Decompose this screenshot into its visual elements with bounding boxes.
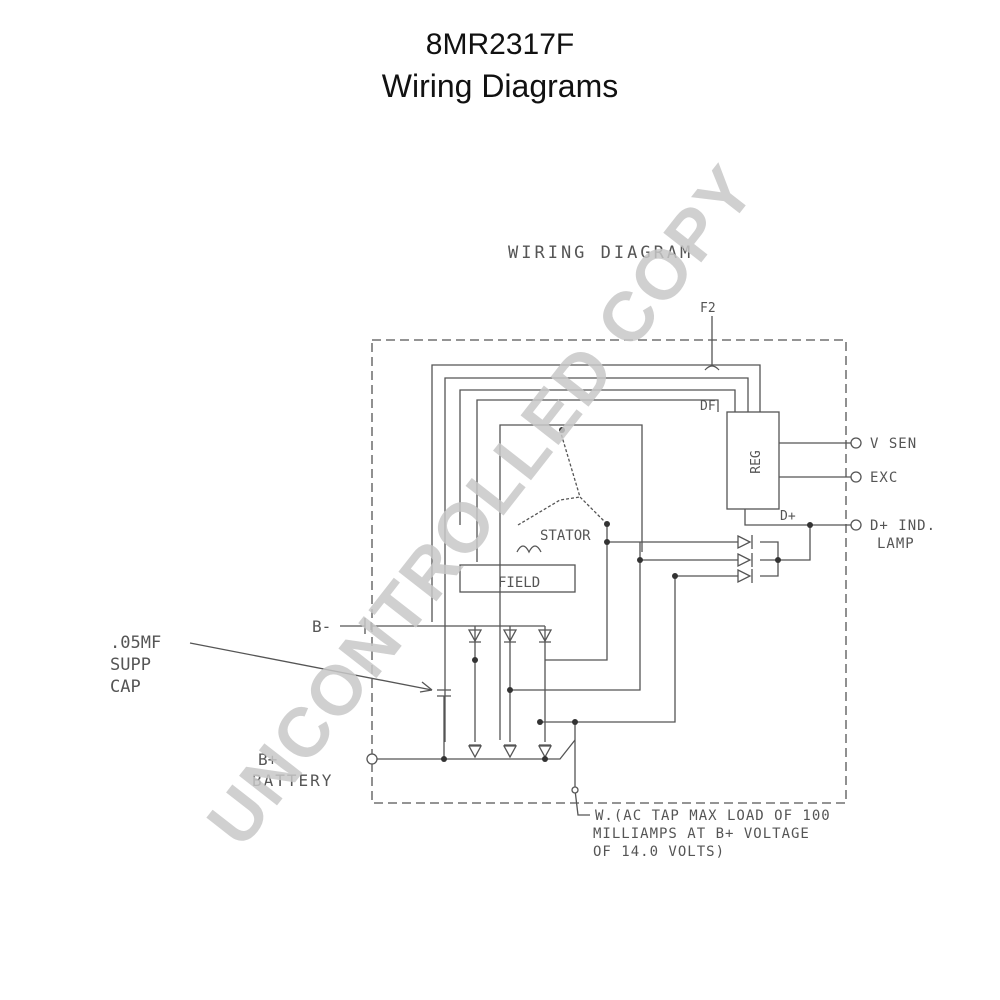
- d-plus-terminal: [850, 519, 862, 531]
- junction-dot: [559, 427, 565, 433]
- d-ind-label-1: D+ IND.: [870, 518, 936, 534]
- wire-outer-b: [444, 377, 749, 742]
- field-coil: [516, 545, 542, 554]
- exc-terminal: [850, 471, 862, 483]
- cap-leader: [189, 642, 433, 691]
- d-plus-internal-label: D+: [780, 509, 796, 524]
- df-label: DF: [700, 399, 716, 414]
- battery-label: BATTERY: [252, 771, 333, 790]
- regulator-box: [726, 411, 780, 510]
- phase-wire-1: [545, 524, 608, 661]
- wire-df: [476, 399, 719, 562]
- d-ind-label-2: LAMP: [877, 536, 915, 552]
- watermark: UNCONTROLLED COPY: [192, 151, 770, 860]
- cap-label-3: CAP: [110, 677, 141, 697]
- b-minus-bus: [340, 618, 545, 634]
- pos-diode-2: [502, 744, 518, 759]
- stator-winding-b: [517, 496, 581, 526]
- v-sen-label: V SEN: [870, 436, 917, 452]
- pos-diode-3: [537, 744, 553, 759]
- cap-label-1: .05MF: [110, 633, 161, 653]
- junction-dot: [672, 573, 678, 579]
- diagram-heading: WIRING DIAGRAM: [508, 243, 693, 263]
- aux-diode-2: [737, 552, 753, 568]
- field-label: FIELD: [498, 575, 540, 591]
- ac-tap-note-1: W.(AC TAP MAX LOAD OF 100: [595, 808, 831, 824]
- reg-label: REG: [749, 450, 764, 474]
- cap-leader-arrow: [419, 681, 433, 693]
- b-plus-terminal: [366, 753, 378, 765]
- exc-label: EXC: [870, 470, 898, 486]
- aux-to-d-plus: [778, 525, 811, 561]
- f2-lead: [704, 316, 720, 371]
- junction-dot: [507, 687, 513, 693]
- junction-dot: [441, 756, 447, 762]
- junction-dot: [537, 719, 543, 725]
- ac-tap-terminal: [571, 786, 579, 794]
- wire-outer-a: [431, 364, 761, 622]
- alternator-enclosure: [371, 339, 847, 804]
- phase-wire-2: [510, 542, 641, 691]
- junction-dot: [572, 719, 578, 725]
- field-winding-box: [459, 564, 576, 593]
- stator-label: STATOR: [540, 528, 591, 544]
- ac-tap-note-2: MILLIAMPS AT B+ VOLTAGE: [593, 826, 810, 842]
- wire-inner-loop: [499, 424, 643, 740]
- junction-dot: [637, 557, 643, 563]
- d-plus-wire: [744, 509, 851, 526]
- pos-diode-1: [467, 744, 483, 759]
- junction-dot: [542, 756, 548, 762]
- b-minus-label: B-: [312, 617, 331, 636]
- junction-dot: [775, 557, 781, 563]
- phase-wire-3: [540, 576, 676, 723]
- rectifier-columns: [474, 626, 546, 742]
- supp-capacitor: [437, 689, 451, 759]
- ac-tap-note-3: OF 14.0 VOLTS): [593, 844, 725, 860]
- neg-diode-2: [502, 629, 518, 643]
- junction-dot: [807, 522, 813, 528]
- b-plus-label: B+: [258, 750, 277, 769]
- stator-winding-a: [559, 429, 608, 525]
- v-sen-terminal: [850, 437, 862, 449]
- part-number: 8MR2317F: [425, 28, 575, 61]
- cap-label-2: SUPP: [110, 655, 151, 675]
- neg-diode-1: [467, 629, 483, 643]
- junction-dot: [472, 657, 478, 663]
- page-title: Wiring Diagrams: [381, 68, 619, 104]
- aux-diode-1: [737, 534, 753, 550]
- junction-dot: [604, 521, 610, 527]
- b-plus-bus: [377, 739, 576, 760]
- wire-outer-c: [459, 389, 736, 525]
- ac-tap-lead: [574, 722, 590, 816]
- f2-label: F2: [700, 301, 716, 316]
- neg-diode-3: [537, 629, 553, 643]
- aux-diode-3: [737, 568, 753, 584]
- junction-dot: [604, 539, 610, 545]
